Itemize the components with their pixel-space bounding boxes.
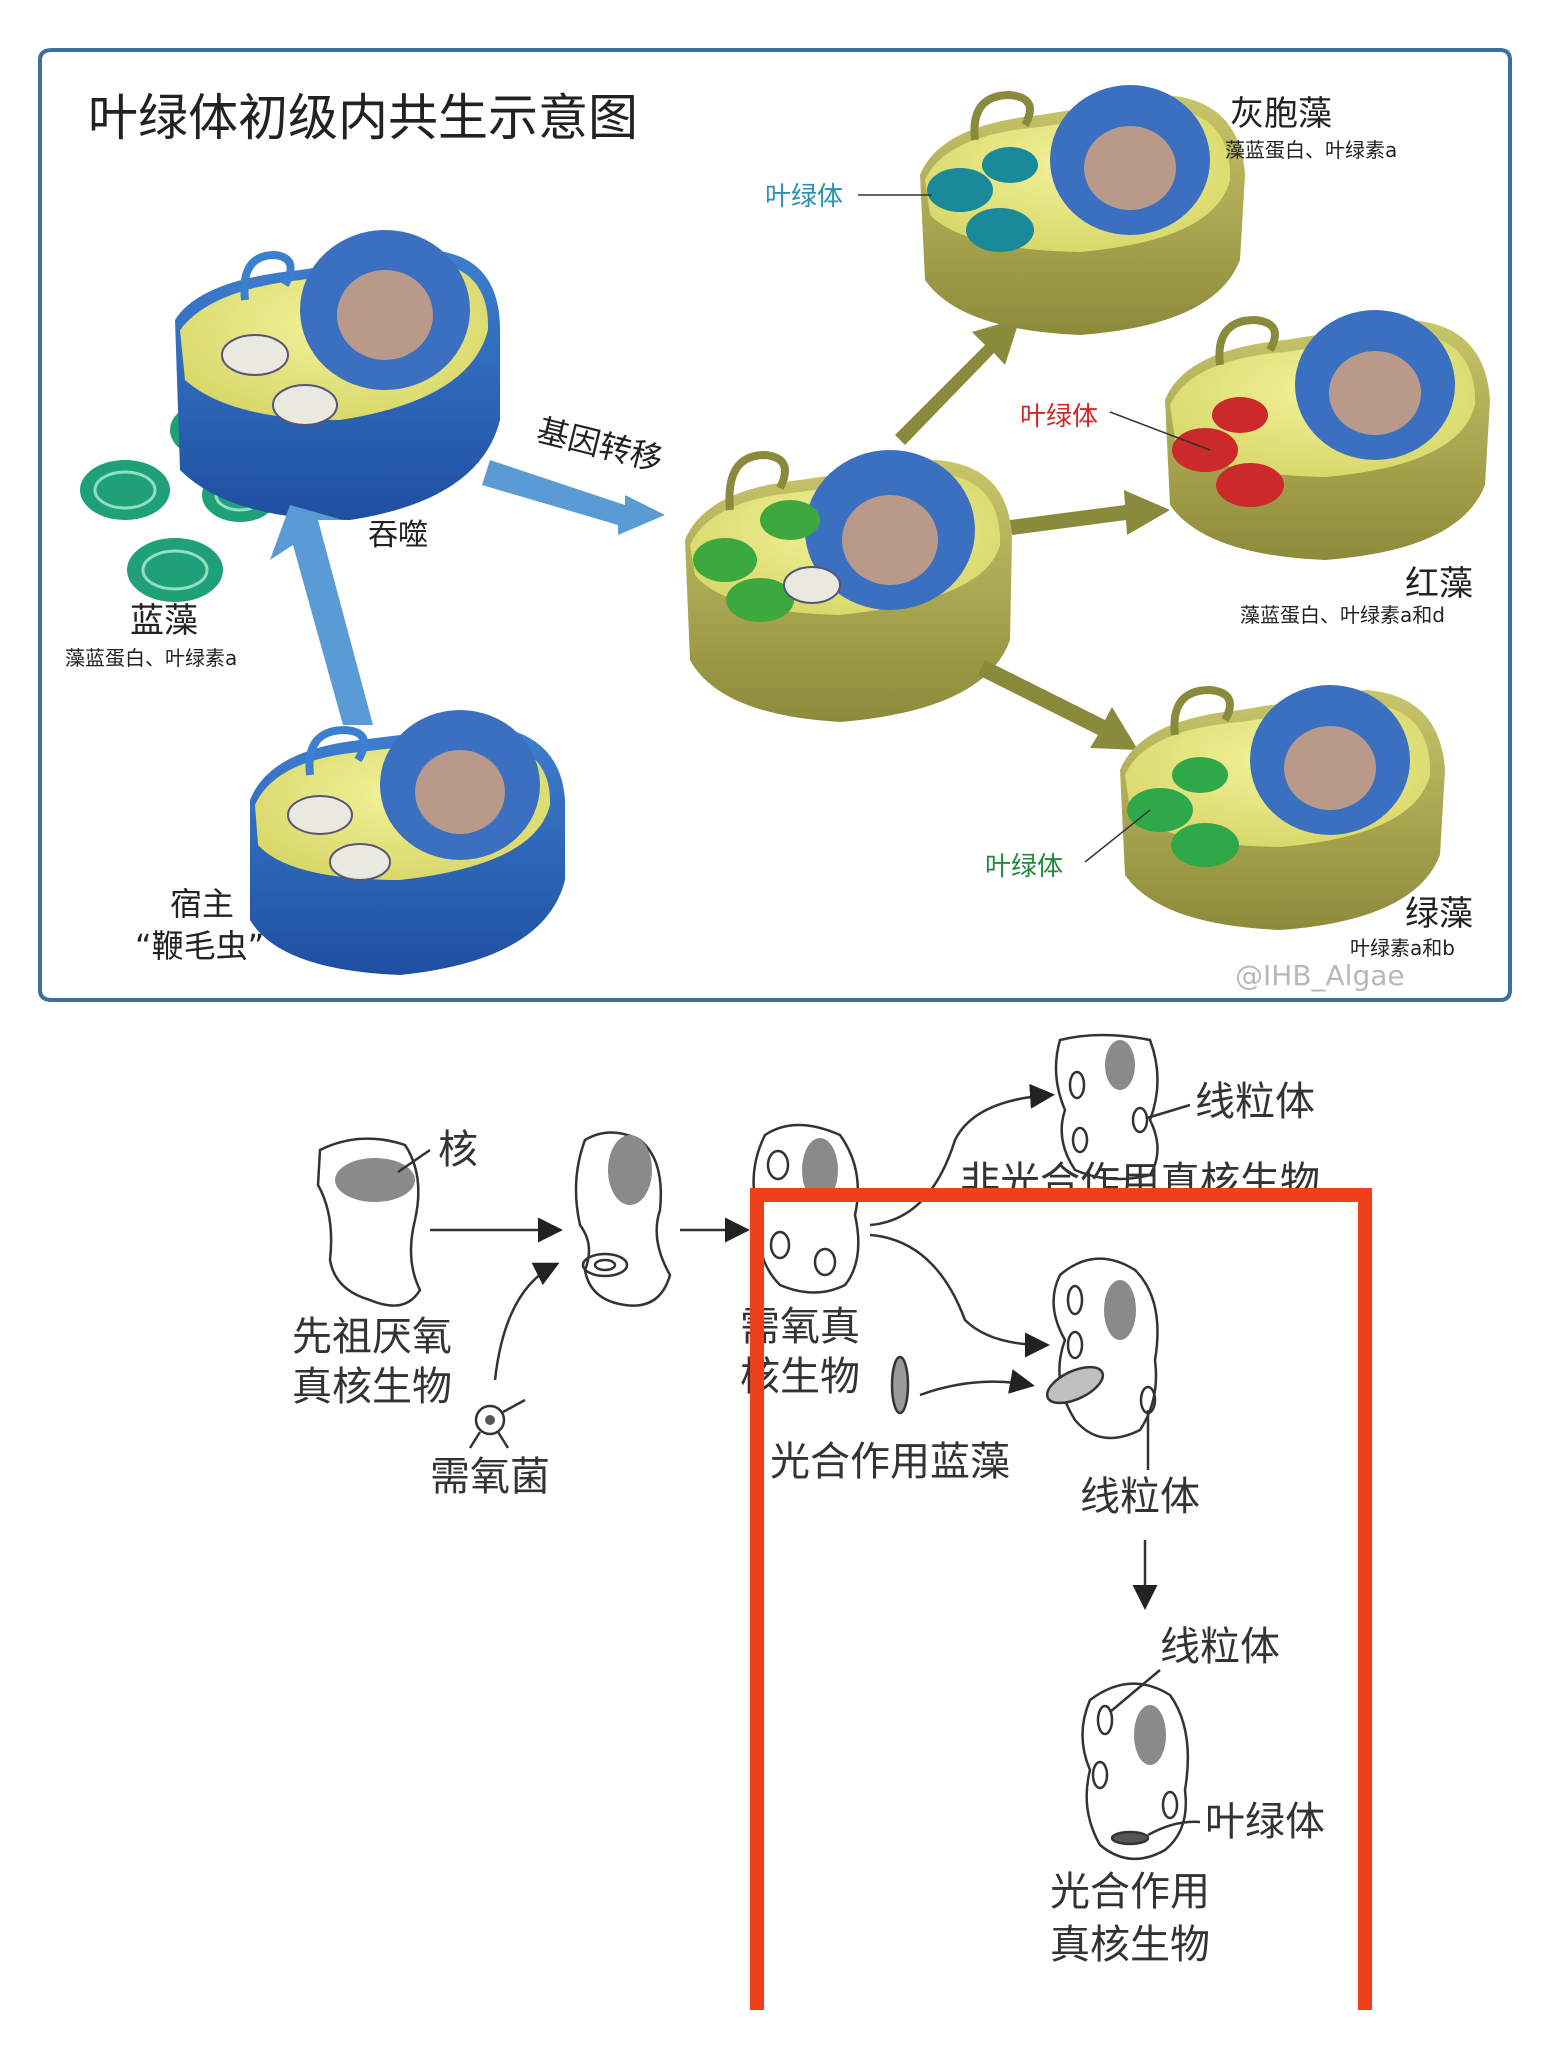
mito-top-label: 线粒体 bbox=[1195, 1079, 1315, 1125]
blue-arrows bbox=[270, 460, 665, 725]
photo-host-cell bbox=[1052, 1257, 1159, 1440]
nonphoto-nucleus bbox=[1105, 1040, 1135, 1090]
red-algae-pigments: 藻蓝蛋白、叶绿素a和d bbox=[1240, 603, 1445, 627]
central-cell bbox=[685, 450, 1012, 722]
red-chloroplast-label: 叶绿体 bbox=[1020, 402, 1098, 432]
green-leader bbox=[1084, 809, 1151, 863]
red-algae-cell bbox=[1165, 310, 1490, 560]
green-chloroplast-label: 叶绿体 bbox=[985, 852, 1063, 882]
photo-eukaryote-nucleus bbox=[1134, 1705, 1166, 1765]
nonphoto-mito-3 bbox=[1131, 1106, 1149, 1134]
aerobe-cell bbox=[474, 1404, 506, 1436]
photo-host-mito-2 bbox=[1066, 1330, 1084, 1360]
arrow-aerobe bbox=[493, 1262, 560, 1381]
highlight-box bbox=[750, 1188, 1372, 2010]
nucleus-label: 核 bbox=[438, 1127, 478, 1173]
engulfing-ancestor bbox=[574, 1131, 672, 1307]
gene-transfer-label: 基因转移 bbox=[533, 411, 666, 479]
engulf-label: 吞噬 bbox=[368, 518, 428, 553]
nucleus-leader bbox=[397, 1148, 431, 1174]
photo-eukaryote-mito-2 bbox=[1091, 1760, 1109, 1790]
olive-arrows bbox=[895, 318, 1170, 750]
ancestor-label-2: 真核生物 bbox=[292, 1364, 452, 1410]
mito-top-leader bbox=[1146, 1103, 1191, 1120]
green-algae-name: 绿藻 bbox=[1405, 894, 1473, 934]
host-sub: “鞭毛虫” bbox=[135, 927, 264, 965]
mito-mid-label: 线粒体 bbox=[1080, 1474, 1200, 1520]
mito-bottom-label: 线粒体 bbox=[1160, 1624, 1280, 1670]
ancestor-nucleus bbox=[335, 1158, 415, 1202]
arrow-cyano bbox=[919, 1369, 1035, 1397]
photo-eukaryote-mito-3 bbox=[1161, 1790, 1179, 1820]
engulfed-cyanobacterium bbox=[1045, 1365, 1105, 1405]
aerobic-eukaryote-mito-1 bbox=[766, 1149, 790, 1181]
aerobe-tail-b bbox=[496, 1431, 510, 1449]
engulfing-cell bbox=[175, 230, 500, 520]
host-name: 宿主 bbox=[170, 885, 234, 923]
nonphoto-mito-2 bbox=[1071, 1126, 1089, 1154]
ancestor-cell bbox=[316, 1137, 422, 1307]
glaucophyte-chloroplast-label: 叶绿体 bbox=[765, 182, 843, 212]
red-algae-name: 红藻 bbox=[1405, 564, 1473, 604]
host-cell bbox=[250, 710, 565, 975]
aerobe-label: 需氧菌 bbox=[430, 1454, 550, 1500]
bottom-panel bbox=[316, 1033, 1201, 1861]
watermark: @IHB_Algae bbox=[1235, 959, 1405, 992]
aerobic-eukaryote-nucleus bbox=[802, 1138, 838, 1202]
photo-eukaryote-mito-1 bbox=[1096, 1704, 1114, 1736]
arrow-to-photo-host bbox=[869, 1233, 1050, 1358]
glaucophyte-name: 灰胞藻 bbox=[1230, 94, 1332, 134]
top-panel: 叶绿体初级内共生示意图 蓝藻 藻蓝蛋白、叶绿素a 吞噬 bbox=[38, 48, 1512, 1002]
green-algae-cell bbox=[1120, 685, 1445, 930]
aerobe-flagellum bbox=[502, 1398, 526, 1414]
photo-host-mito-1 bbox=[1066, 1284, 1084, 1316]
ancestor-label-1: 先祖厌氧 bbox=[292, 1314, 452, 1360]
photo-host-nucleus bbox=[1104, 1280, 1136, 1340]
aerobic-eukaryote-mito-2 bbox=[769, 1230, 791, 1260]
nonphoto-mito-1 bbox=[1068, 1070, 1086, 1100]
mito-bottom-leader bbox=[1109, 1669, 1161, 1713]
arrow-to-nonphoto bbox=[869, 1083, 1055, 1227]
cyanobacteria-pigments: 藻蓝蛋白、叶绿素a bbox=[65, 646, 237, 670]
engulfing-nucleus bbox=[608, 1135, 652, 1205]
photo-eukaryote-cell bbox=[1081, 1682, 1190, 1861]
glaucophyte-pigments: 藻蓝蛋白、叶绿素a bbox=[1225, 138, 1397, 162]
red-leader bbox=[1109, 411, 1211, 451]
aerobe-core bbox=[485, 1415, 495, 1425]
photo-eukaryote-label-2: 真核生物 bbox=[1050, 1922, 1210, 1968]
chloroplast-leader bbox=[1147, 1820, 1201, 1837]
figure-title: 叶绿体初级内共生示意图 bbox=[88, 89, 638, 147]
green-algae-pigments: 叶绿素a和b bbox=[1350, 936, 1455, 960]
panel-border bbox=[38, 48, 1512, 1002]
engulfed-aerobe bbox=[581, 1252, 629, 1278]
cyanobacterium-label: 光合作用蓝藻 bbox=[770, 1439, 1010, 1485]
photo-eukaryote-chloroplast bbox=[1110, 1830, 1150, 1846]
aerobic-eukaryote-mito-3 bbox=[813, 1247, 837, 1277]
cyanobacterium-cell bbox=[890, 1355, 910, 1415]
cyanobacteria-name: 蓝藻 bbox=[130, 601, 198, 641]
aerobe-tail-a bbox=[468, 1431, 482, 1449]
nonphoto-cell bbox=[1054, 1033, 1159, 1181]
bottom-labels: 核 先祖厌氧 真核生物 需氧菌 需氧真 核生物 线粒体 非光合作用真核生物 光合… bbox=[292, 1079, 1325, 1968]
engulfed-aerobe-inner bbox=[593, 1258, 617, 1272]
chloroplast-label: 叶绿体 bbox=[1205, 1799, 1325, 1845]
photo-eukaryote-label-1: 光合作用 bbox=[1050, 1869, 1210, 1915]
glaucophyte-cell bbox=[920, 85, 1245, 335]
